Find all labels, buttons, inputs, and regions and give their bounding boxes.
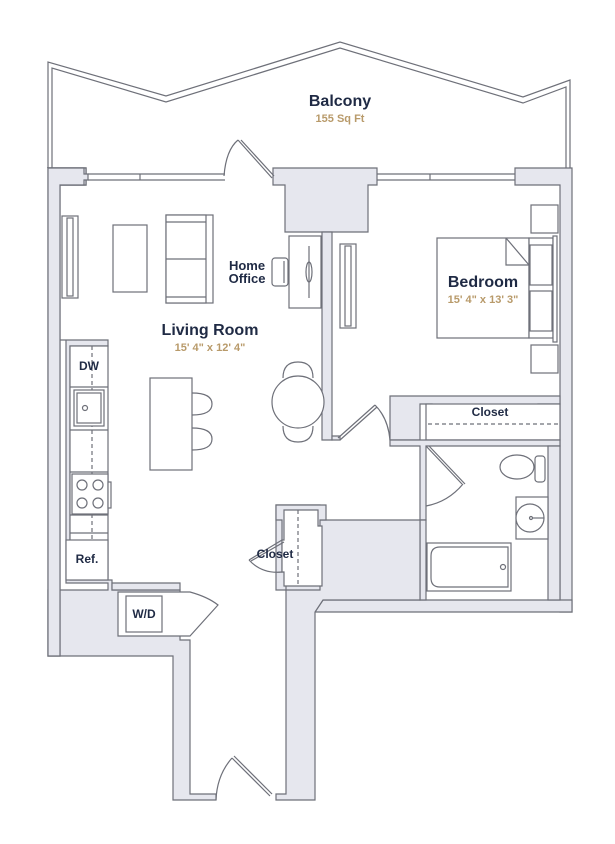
hall-closet-label: Closet: [256, 547, 294, 561]
refrigerator-label: Ref.: [75, 552, 99, 566]
bedroom-label: Bedroom: [447, 274, 519, 291]
bathroom-door: [425, 445, 466, 507]
bedroom-dimensions: 15' 4" x 13' 3": [447, 294, 519, 306]
home-office-label-line2: Office: [228, 271, 266, 286]
home-office-label-line1: Home: [228, 258, 266, 273]
bedroom-door: [337, 404, 391, 441]
bathroom-fixtures: [426, 454, 549, 592]
balcony-windows: [88, 173, 515, 181]
living-room-label: Living Room: [161, 322, 259, 339]
washer-dryer-label: W/D: [132, 607, 156, 621]
living-room-furniture: [61, 214, 325, 471]
balcony-area: 155 Sq Ft: [315, 113, 365, 125]
bedroom-furniture: [339, 204, 559, 374]
hall-closet: [248, 504, 327, 591]
balcony-railing: [47, 41, 571, 168]
balcony-door: [223, 139, 275, 179]
entry-door: [215, 755, 273, 801]
bedroom-closet-label: Closet: [471, 405, 509, 419]
bedroom-wall: [321, 231, 341, 441]
kitchen-counter: [65, 345, 112, 581]
dishwasher-label: DW: [79, 359, 99, 373]
living-room-dimensions: 15' 4" x 12' 4": [174, 342, 246, 354]
laundry-closet: [111, 582, 219, 637]
balcony-label: Balcony: [308, 93, 372, 110]
